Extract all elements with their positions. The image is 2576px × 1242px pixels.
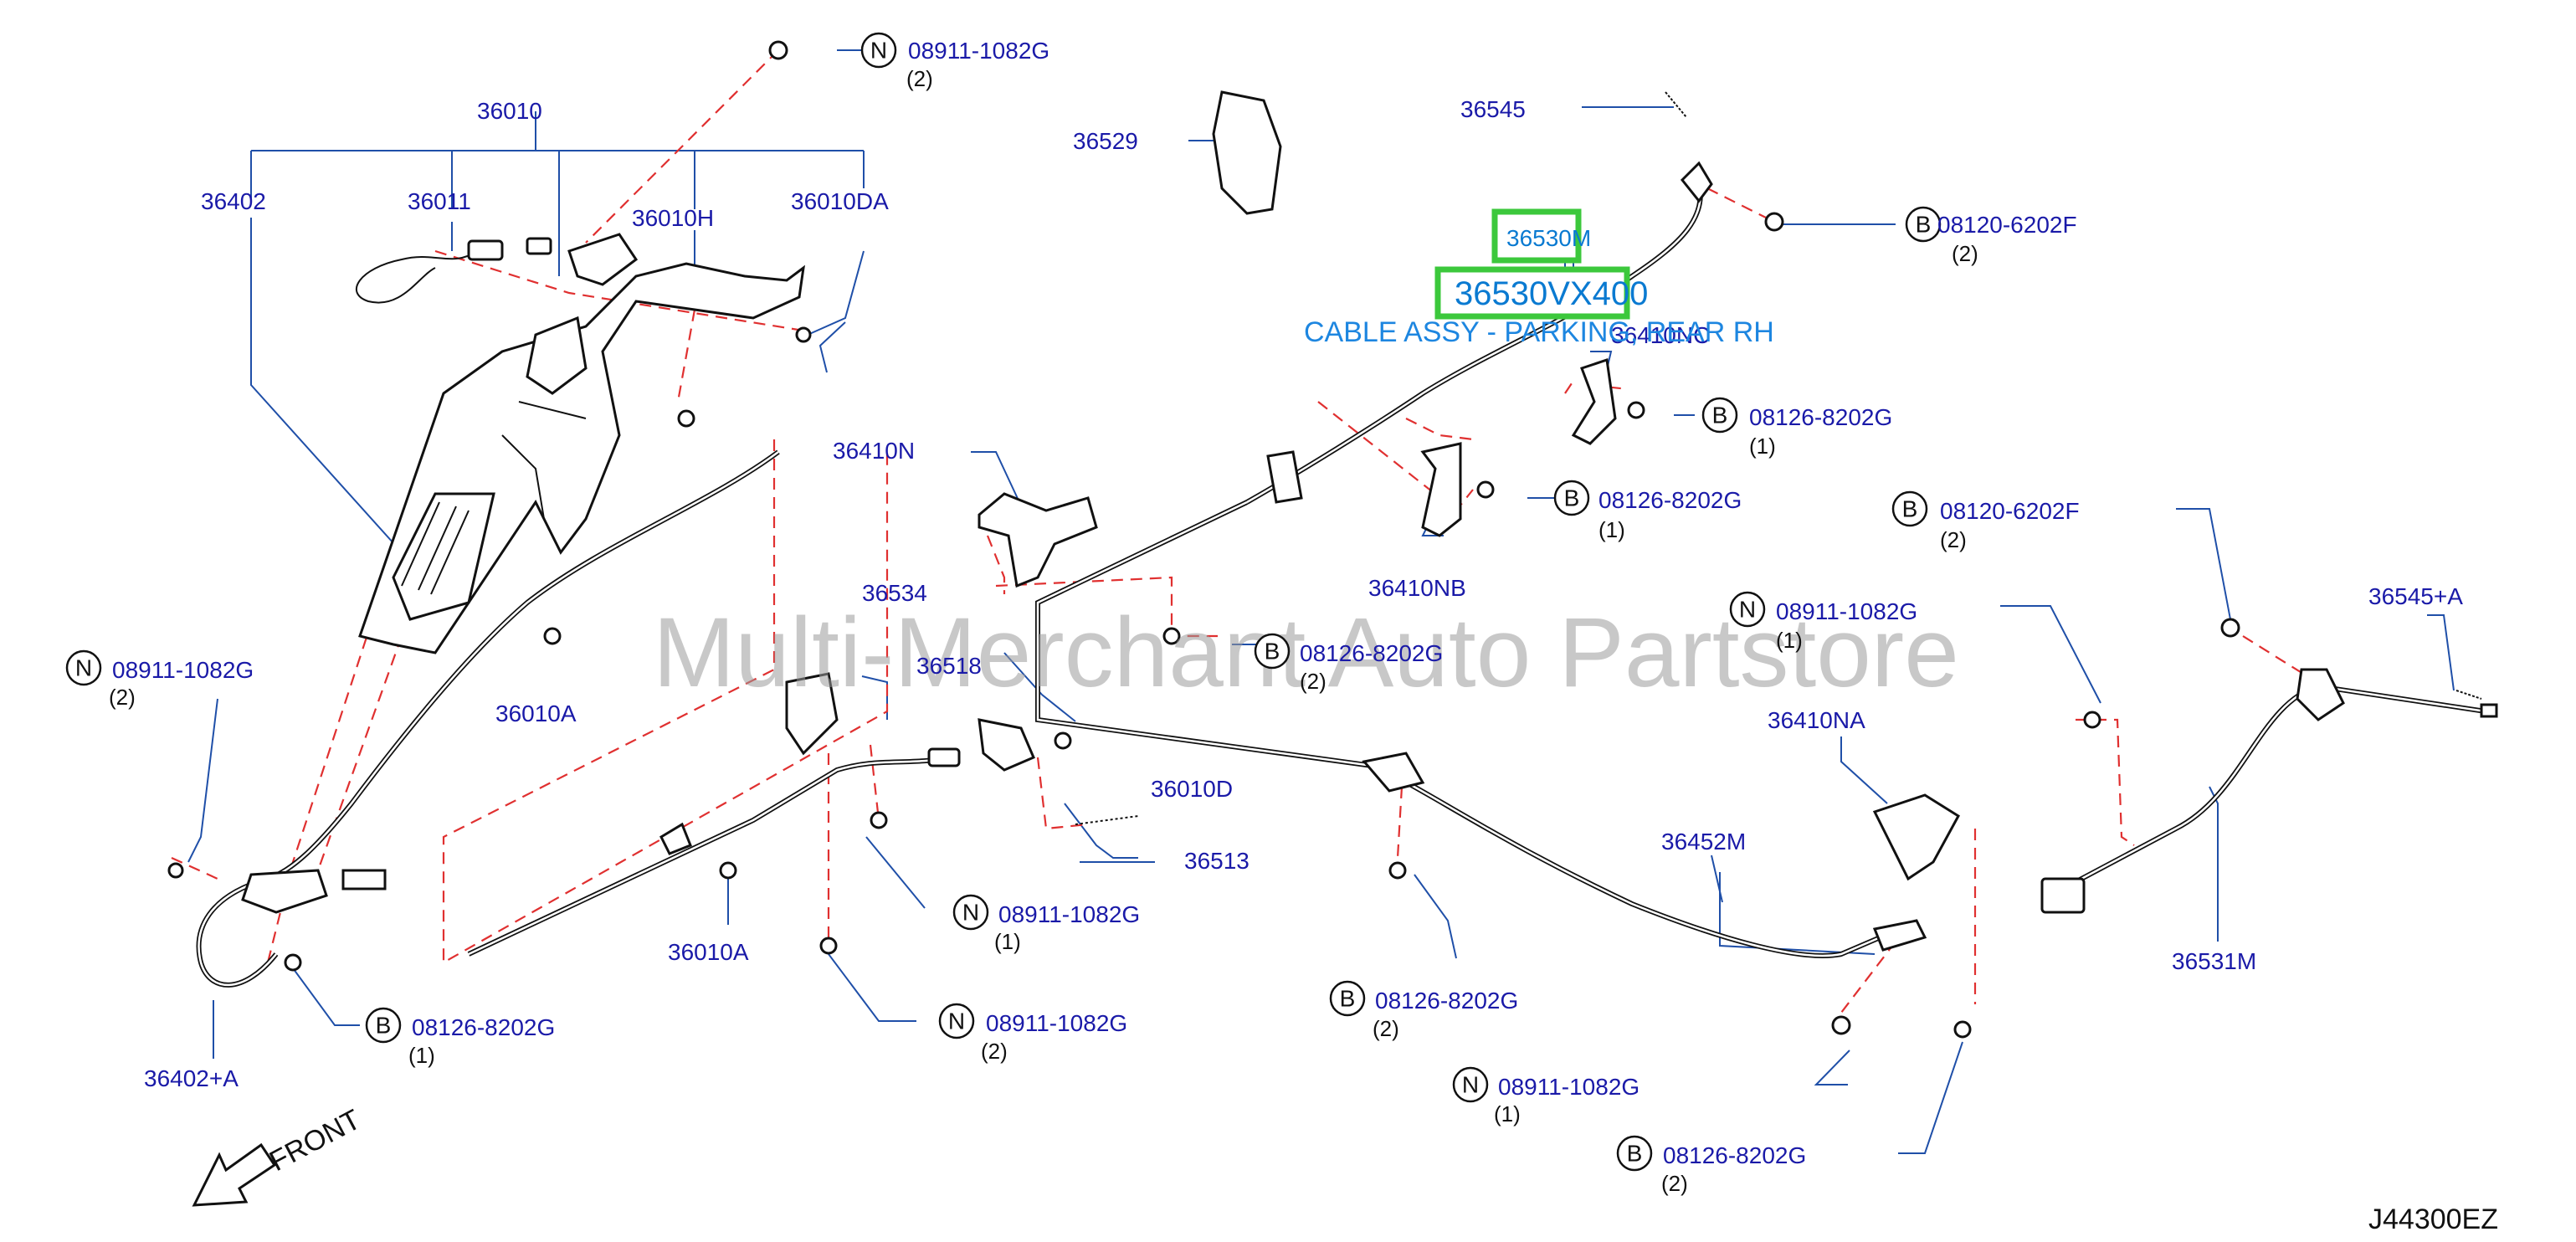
svg-text:(1): (1) xyxy=(1749,434,1776,459)
svg-text:N: N xyxy=(870,38,887,64)
part-box-label: 36530M xyxy=(1506,225,1591,251)
svg-text:(2): (2) xyxy=(906,66,933,91)
svg-text:08126-8202G: 08126-8202G xyxy=(1300,640,1443,666)
svg-text:B: B xyxy=(1627,1141,1643,1167)
part-number-highlight xyxy=(1434,266,1630,320)
label-36518: 36518 xyxy=(916,653,982,679)
svg-text:08126-8202G: 08126-8202G xyxy=(1375,988,1518,1014)
svg-text:B: B xyxy=(376,1013,392,1039)
label-36529: 36529 xyxy=(1073,128,1138,154)
part-labels: 36010 36402 36011 36010H 36010DA 36529 3… xyxy=(144,96,2463,1091)
svg-text:N: N xyxy=(948,1008,965,1034)
svg-text:08126-8202G: 08126-8202G xyxy=(1598,487,1742,513)
label-36010D: 36010D xyxy=(1151,776,1233,802)
svg-text:08126-8202G: 08126-8202G xyxy=(1749,404,1892,430)
label-36513: 36513 xyxy=(1184,848,1250,874)
label-36410N: 36410N xyxy=(833,438,915,464)
cable-rear-rh-36530VX400 xyxy=(1245,161,1713,505)
fasteners xyxy=(167,40,2240,1039)
svg-text:B: B xyxy=(1916,212,1932,238)
parking-brake-lever-assembly xyxy=(358,233,805,654)
callout-item: B 08126-8202G (1) xyxy=(1553,480,1742,542)
svg-text:08911-1082G: 08911-1082G xyxy=(112,657,254,683)
callout-item: B 08126-8202G (2) xyxy=(1616,1135,1806,1196)
svg-text:N: N xyxy=(962,900,979,926)
svg-text:B: B xyxy=(1712,403,1728,429)
fastener-callouts: N 08911-1082G (2) B 08120-6202F (2) B 08… xyxy=(65,32,2080,1196)
svg-text:08126-8202G: 08126-8202G xyxy=(1663,1142,1806,1168)
part-description: CABLE ASSY - PARKING, REAR RH xyxy=(1304,316,1774,348)
callout-item: B 08120-6202F (2) xyxy=(1905,206,2077,266)
svg-text:B: B xyxy=(1340,986,1356,1012)
svg-text:(2): (2) xyxy=(1300,669,1326,694)
callout-item: N 08911-1082G (2) xyxy=(938,1003,1127,1064)
svg-text:(2): (2) xyxy=(109,685,136,710)
callout-item: N 08911-1082G (1) xyxy=(1729,591,1917,653)
callout-item: B 08126-8202G (1) xyxy=(1701,397,1892,459)
svg-text:08126-8202G: 08126-8202G xyxy=(412,1014,555,1040)
svg-text:(1): (1) xyxy=(994,929,1021,954)
svg-text:(1): (1) xyxy=(1776,628,1803,653)
callout-item: B 08126-8202G (2) xyxy=(1329,980,1518,1041)
svg-text:(2): (2) xyxy=(1952,241,1978,266)
label-36010DA: 36010DA xyxy=(791,188,889,214)
cable-center-36452M xyxy=(1035,500,1927,958)
label-36531M: 36531M xyxy=(2172,948,2256,974)
svg-text:B: B xyxy=(1564,485,1580,511)
label-36545: 36545 xyxy=(1460,96,1526,122)
label-36402: 36402 xyxy=(201,188,266,214)
svg-text:(2): (2) xyxy=(981,1039,1008,1064)
diagram-code: J44300EZ xyxy=(2368,1204,2498,1235)
svg-text:N: N xyxy=(1462,1072,1479,1098)
svg-text:08911-1082G: 08911-1082G xyxy=(986,1010,1127,1036)
highlighted-part-number: 36530VX400 xyxy=(1455,275,1648,312)
label-36010A-upper: 36010A xyxy=(495,701,577,726)
label-36545-a: 36545+A xyxy=(2368,583,2463,609)
label-36410NB: 36410NB xyxy=(1368,575,1466,601)
svg-text:(2): (2) xyxy=(1940,527,1967,552)
callout-item: N 08911-1082G (1) xyxy=(1452,1066,1640,1127)
svg-text:08911-1082G: 08911-1082G xyxy=(1498,1074,1640,1100)
label-36011: 36011 xyxy=(408,188,471,214)
switch-harness-36011 xyxy=(356,237,552,304)
label-36010A-lower: 36010A xyxy=(668,939,749,965)
callout-item: N 08911-1082G (1) xyxy=(952,894,1140,954)
svg-text:08120-6202F: 08120-6202F xyxy=(1937,212,2077,238)
callout-item: N 08911-1082G (2) xyxy=(65,649,254,710)
label-36010: 36010 xyxy=(477,98,542,124)
svg-text:(1): (1) xyxy=(1494,1101,1521,1127)
svg-text:N: N xyxy=(1739,597,1756,623)
svg-text:(1): (1) xyxy=(408,1043,435,1068)
cable-rear-36531M xyxy=(2040,668,2498,914)
front-arrow: FRONT xyxy=(192,1104,366,1207)
label-36452M: 36452M xyxy=(1661,829,1746,855)
callout-item: N 08911-1082G (2) xyxy=(860,32,1049,91)
cable-front-36402 xyxy=(196,449,780,988)
label-36402-a: 36402+A xyxy=(144,1065,239,1091)
label-36410NA: 36410NA xyxy=(1768,707,1865,733)
brackets xyxy=(785,90,2482,881)
svg-text:(2): (2) xyxy=(1373,1016,1399,1041)
svg-text:B: B xyxy=(1902,496,1918,522)
label-36410NC: 36410NC xyxy=(1611,322,1710,348)
label-36010H: 36010H xyxy=(632,205,714,231)
cable-rear-lh-36530 xyxy=(467,747,961,957)
callout-item: B 08120-6202F (2) xyxy=(1891,490,2080,552)
callout-item: B 08126-8202G (2) xyxy=(1254,633,1443,694)
svg-text:(1): (1) xyxy=(1598,517,1625,542)
svg-text:08911-1082G: 08911-1082G xyxy=(908,38,1049,64)
label-36534: 36534 xyxy=(862,580,927,606)
svg-text:08911-1082G: 08911-1082G xyxy=(1776,598,1917,624)
svg-text:08120-6202F: 08120-6202F xyxy=(1940,498,2080,524)
highlight-callout: 36530M 36530VX400 CABLE ASSY - PARKING, … xyxy=(1304,208,1774,348)
front-arrow-icon xyxy=(192,1142,277,1207)
svg-text:N: N xyxy=(75,655,92,681)
callout-item: B 08126-8202G (1) xyxy=(365,1007,555,1068)
svg-text:B: B xyxy=(1265,639,1280,665)
svg-text:(2): (2) xyxy=(1661,1171,1688,1196)
svg-text:08911-1082G: 08911-1082G xyxy=(998,901,1140,927)
front-label: FRONT xyxy=(264,1104,366,1178)
